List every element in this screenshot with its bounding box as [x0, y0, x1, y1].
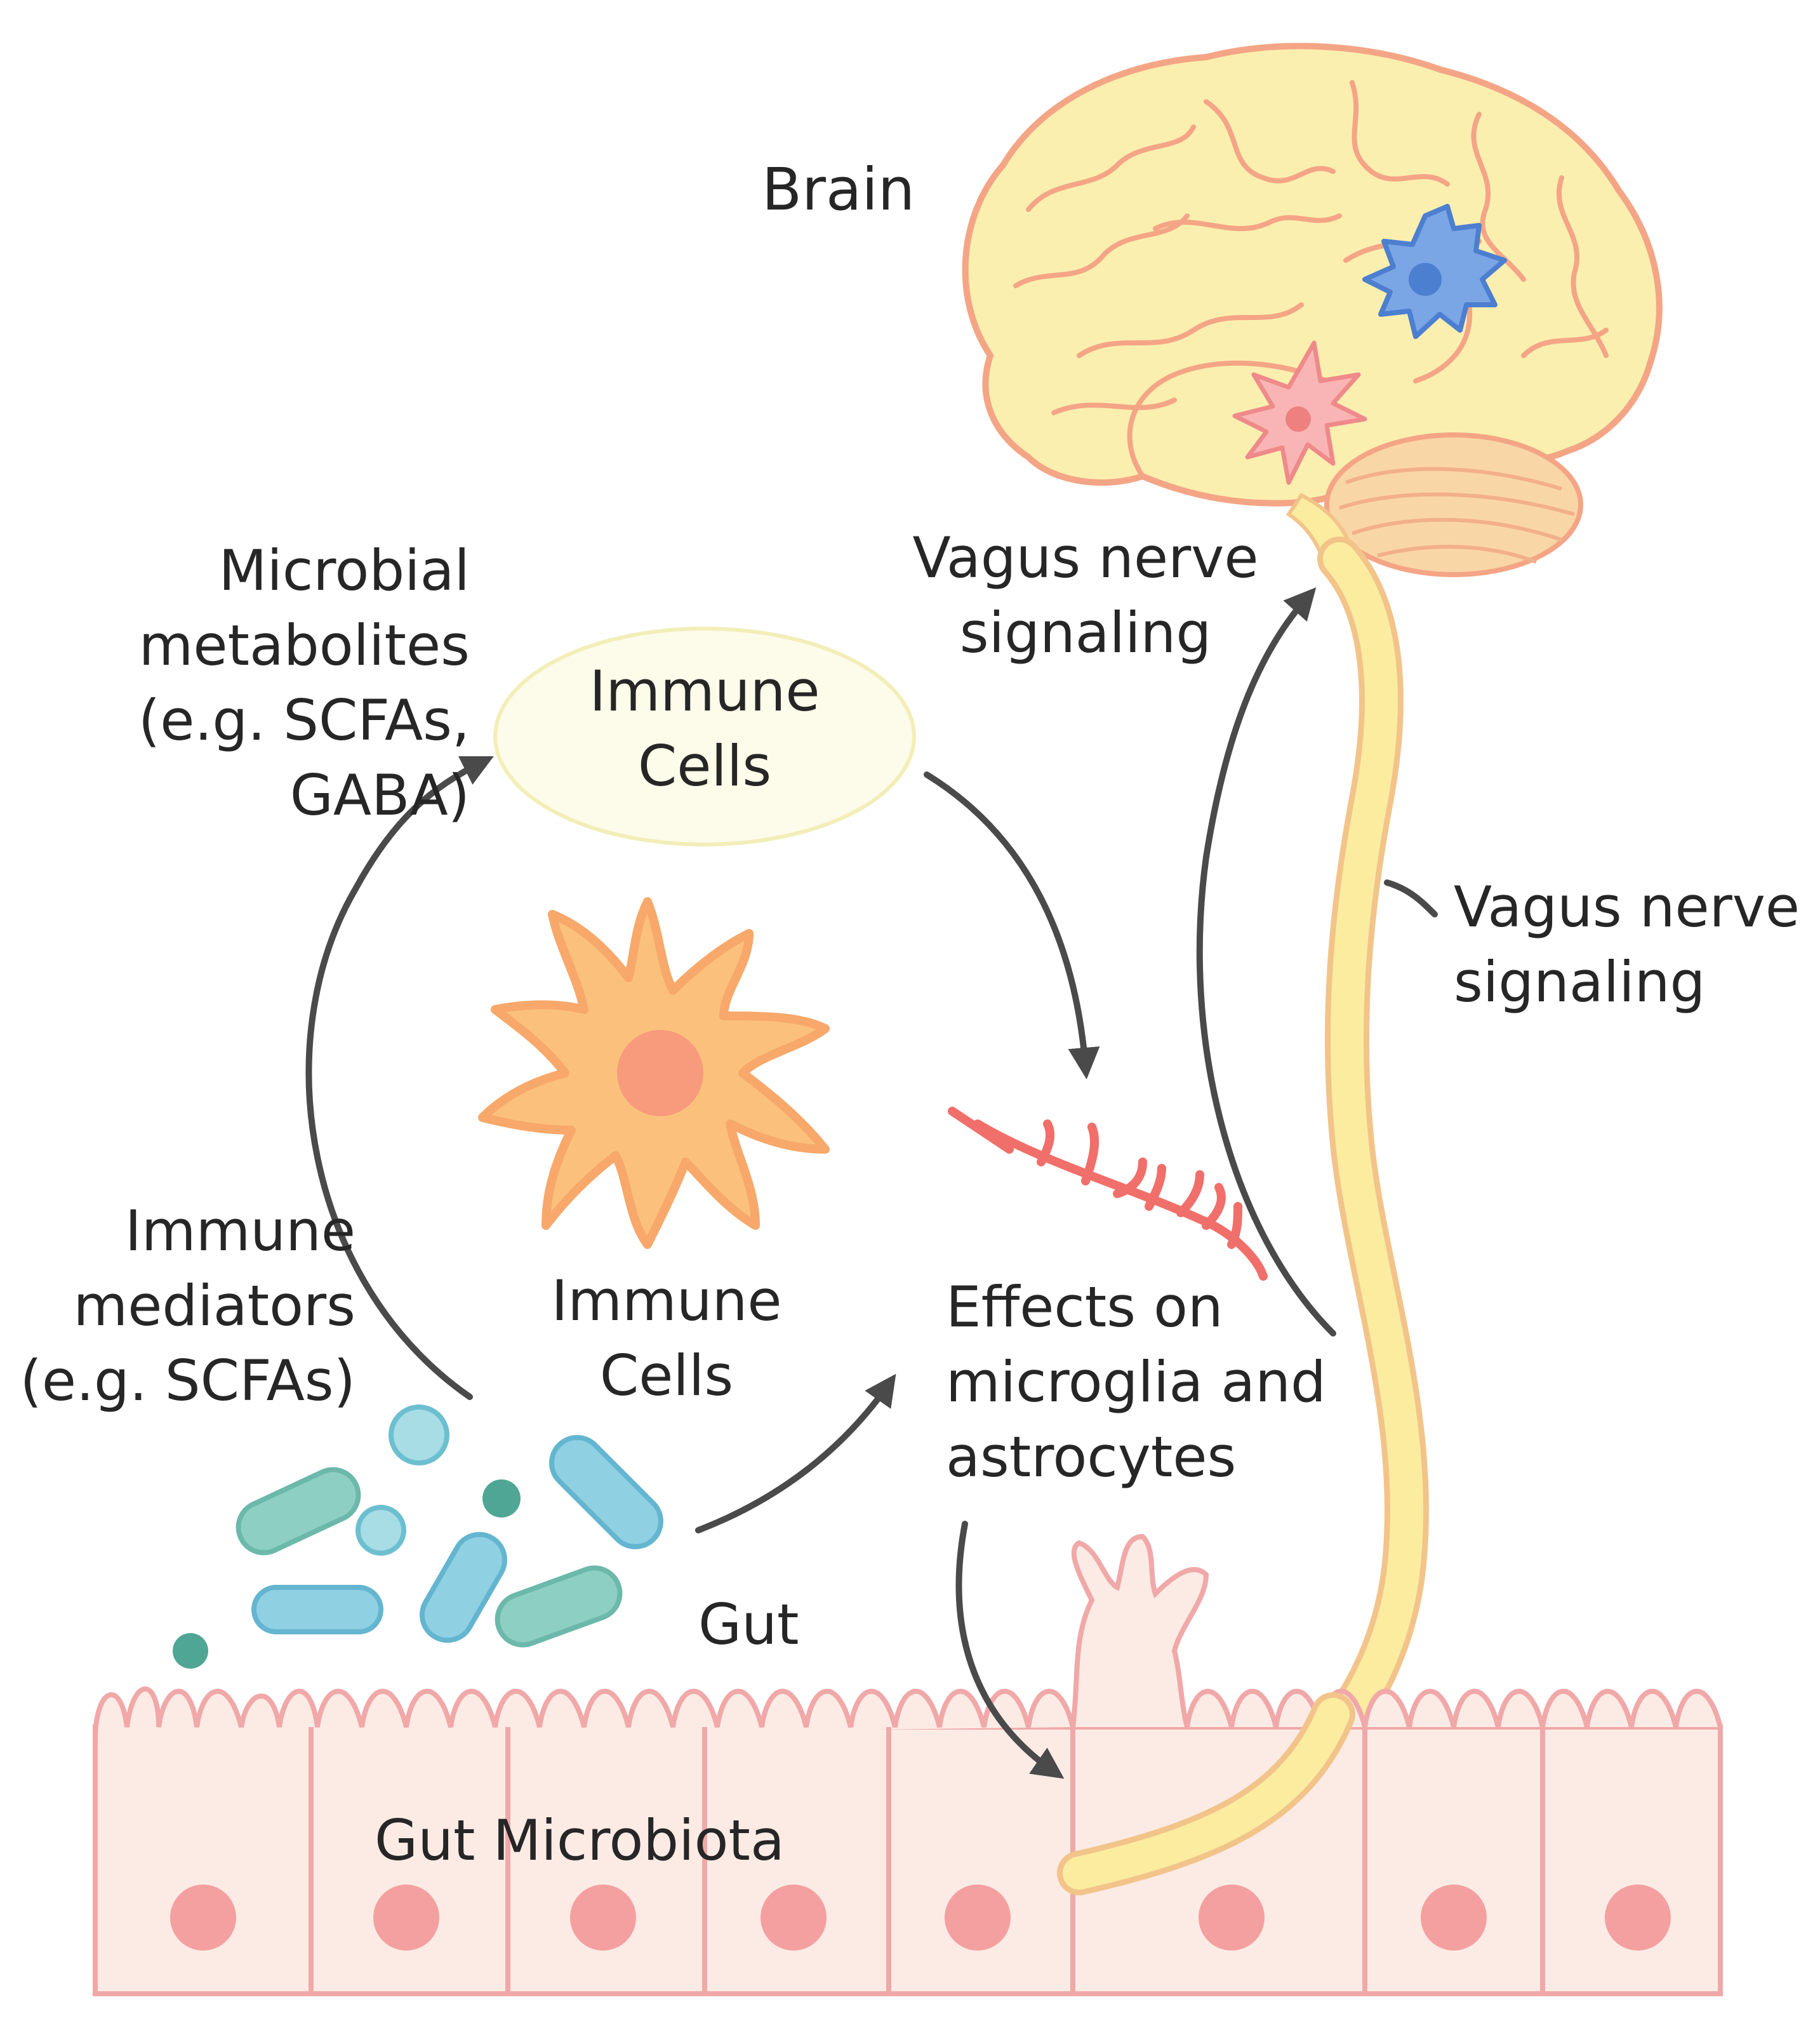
immune-oval-line-2: Cells — [637, 733, 772, 799]
microbial-line-1: Microbial — [218, 538, 470, 603]
gut-bacteria — [173, 1405, 663, 1669]
vagus-side-line-2: signaling — [1454, 949, 1706, 1015]
arrow-gut-to-effects — [695, 1373, 896, 1533]
vagus-side-label: Vagus nerve signaling — [1454, 870, 1800, 1020]
effects-line-2: microglia and — [946, 1349, 1326, 1415]
vagus-label-leader — [1384, 879, 1438, 918]
immune-cell-illustration — [478, 897, 830, 1249]
cell-nuclei — [170, 1885, 1671, 1951]
immune-oval-line-1: Immune — [589, 658, 820, 724]
mediators-line-2: mediators — [73, 1273, 355, 1338]
mediators-line-3: (e.g. SCFAs) — [20, 1348, 355, 1413]
microbial-line-4: GABA) — [289, 763, 470, 828]
immune-center-label: Immune Cells — [476, 1264, 857, 1413]
astrocyte-pink-cell — [1232, 340, 1367, 485]
microbial-line-3: (e.g. SCFAs, — [138, 688, 470, 753]
arrow-effects-to-gut — [955, 1521, 1065, 1779]
gut-label: Gut — [698, 1592, 799, 1657]
microglia-branch — [948, 1107, 1268, 1281]
arrow-vagus-up — [1196, 587, 1336, 1337]
microglia-blue-cell — [1362, 204, 1507, 339]
gut-microbiota-label: Gut Microbiota — [375, 1808, 785, 1873]
arrow-immune-oval-to-effects — [924, 771, 1100, 1079]
effects-line-1: Effects on — [946, 1274, 1223, 1340]
microbial-metabolites-label: Microbial metabolites (e.g. SCFAs, GABA) — [13, 533, 470, 833]
immune-cells-oval — [493, 627, 916, 846]
effects-label: Effects on microglia and astrocytes — [946, 1270, 1326, 1495]
immune-mediators-label: Immune mediators (e.g. SCFAs) — [0, 1194, 355, 1418]
immune-oval-label: Immune Cells — [514, 654, 895, 804]
effects-line-3: astrocytes — [946, 1424, 1237, 1490]
vagus-top-line-1: Vagus nerve — [912, 525, 1259, 591]
brain-label: Brain — [762, 156, 915, 224]
vagus-top-line-2: signaling — [959, 600, 1212, 665]
arrow-gut-to-immune-oval — [305, 756, 494, 1400]
immune-center-line-2: Cells — [599, 1343, 734, 1408]
flow-arrows — [305, 587, 1438, 1779]
gut-epithelium — [93, 1533, 1723, 1996]
vagus-side-line-1: Vagus nerve — [1454, 874, 1800, 940]
immune-center-line-1: Immune — [551, 1268, 782, 1333]
microbial-line-2: metabolites — [138, 613, 470, 678]
mediators-line-1: Immune — [124, 1198, 355, 1264]
brain-illustration — [962, 43, 1663, 577]
vagus-top-label: Vagus nerve signaling — [882, 521, 1289, 671]
